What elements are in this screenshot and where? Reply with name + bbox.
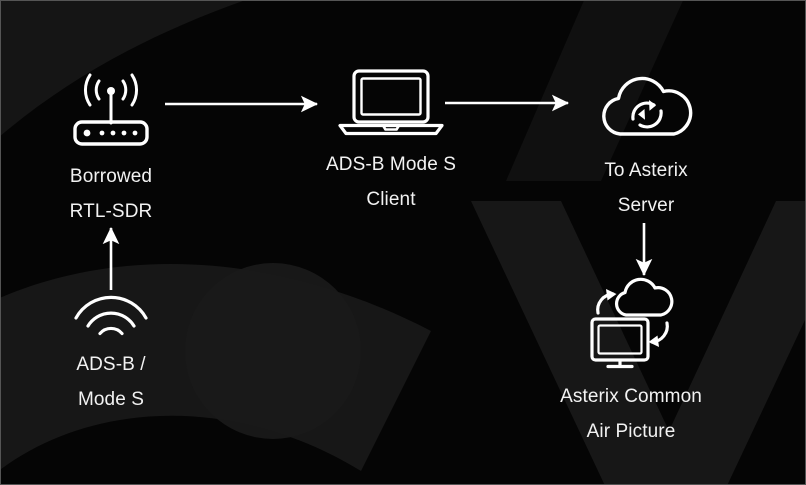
wifi-signal-icon <box>70 291 152 337</box>
node-rtlsdr-label: Borrowed RTL-SDR <box>69 166 153 222</box>
node-server: To Asterix Server <box>571 63 721 223</box>
node-client: ADS-B Mode S Client <box>316 67 466 217</box>
node-source: ADS-B / Mode S <box>36 291 186 417</box>
node-client-label: ADS-B Mode S Client <box>325 154 457 210</box>
node-picture: Asterix Common Air Picture <box>521 277 741 449</box>
node-rtlsdr: Borrowed RTL-SDR <box>36 63 186 229</box>
node-server-label: To Asterix Server <box>604 160 688 216</box>
laptop-icon <box>335 67 447 137</box>
cloud-sync-icon <box>594 63 698 143</box>
cloud-monitor-sync-icon <box>575 277 687 369</box>
wireless-router-icon <box>61 63 161 149</box>
node-picture-label: Asterix Common Air Picture <box>560 386 702 442</box>
node-source-label: ADS-B / Mode S <box>76 354 146 410</box>
